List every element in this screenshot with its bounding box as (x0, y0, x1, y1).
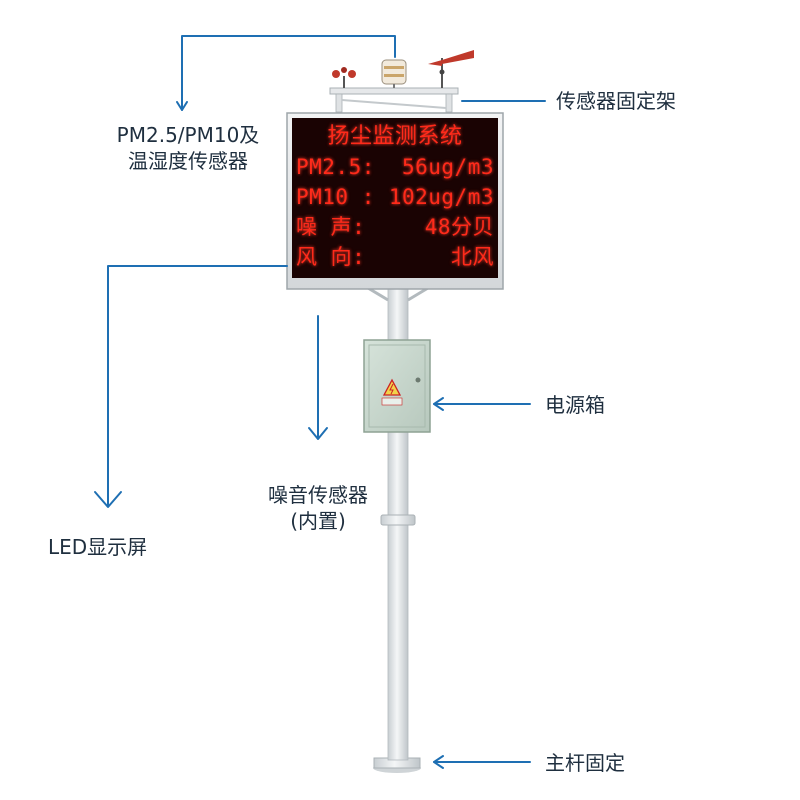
pole-base (373, 757, 421, 773)
annotation-lines (94, 35, 546, 769)
label-sensor-mount: 传感器固定架 (556, 89, 676, 113)
arrowhead-led-screen (94, 491, 122, 508)
arrowhead-pm-sensor (176, 101, 188, 111)
sensor-mount-frame (329, 87, 459, 113)
label-pm-sensor-line2: 温湿度传感器 (128, 149, 248, 173)
leader-led-screen (107, 265, 288, 507)
power-box (363, 339, 431, 433)
led-key: 噪 声: (296, 215, 366, 239)
led-display-screen: 扬尘监测系统 PM2.5: 56ug/m3 PM10 : 102ug/m3 噪 … (292, 118, 498, 278)
led-key: PM10 : (296, 185, 375, 209)
led-value: 48分贝 (424, 215, 494, 239)
leader-pm-sensor (181, 35, 396, 111)
arrowhead-noise-sensor (308, 427, 328, 440)
label-noise-sensor: 噪音传感器 (内置) (238, 482, 398, 534)
led-value: 56ug/m3 (401, 155, 494, 179)
led-row-noise: 噪 声: 48分贝 (296, 212, 494, 242)
led-value: 102ug/m3 (388, 185, 494, 209)
electric-hazard-icon (381, 378, 403, 406)
led-row-pm25: PM2.5: 56ug/m3 (296, 152, 494, 182)
led-value: 北风 (451, 245, 494, 269)
screen-bracket (367, 286, 429, 302)
label-main-pole: 主杆固定 (545, 751, 625, 775)
led-row-pm10: PM10 : 102ug/m3 (296, 182, 494, 212)
label-pm-sensor-line1: PM2.5/PM10及 (116, 123, 260, 147)
arrowhead-power-box (433, 397, 444, 411)
led-key: PM2.5: (296, 155, 375, 179)
label-led-screen: LED显示屏 (48, 535, 148, 559)
anemometer-icon (332, 67, 356, 88)
label-pm-sensor: PM2.5/PM10及 温湿度传感器 (108, 122, 268, 174)
led-row-wind: 风 向: 北风 (296, 242, 494, 272)
wind-vane-icon (428, 50, 474, 88)
label-power-box: 电源箱 (545, 393, 605, 417)
label-noise-sensor-line2: (内置) (290, 509, 346, 533)
pole-flange (380, 514, 416, 526)
led-key: 风 向: (296, 245, 366, 269)
label-noise-sensor-line1: 噪音传感器 (268, 483, 368, 507)
led-title: 扬尘监测系统 (327, 124, 463, 149)
dust-sensor-icon (381, 59, 407, 88)
arrowhead-main-pole (433, 755, 444, 769)
